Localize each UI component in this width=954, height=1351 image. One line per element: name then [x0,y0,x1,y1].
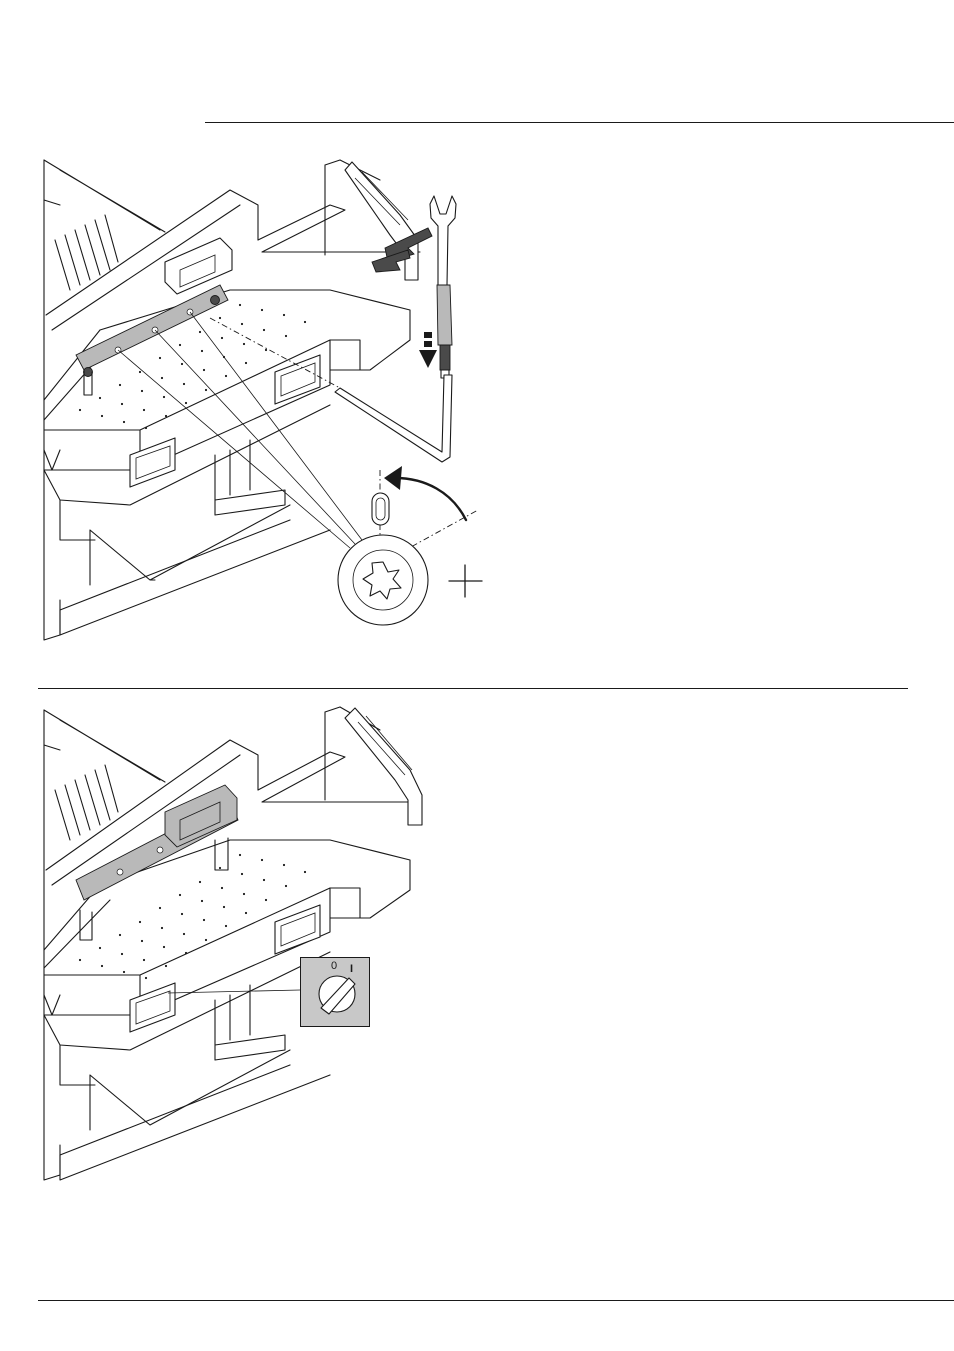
hex-key-icon [334,374,453,463]
plus-sign [448,564,483,598]
rotate-arrow-icon [371,227,433,273]
big-rotate-arrow-icon [384,466,468,522]
two-hand-button-right [274,354,321,405]
table-holes-bottom [78,853,307,980]
main-switch-callout: 0 I [300,957,370,1027]
clamp-beam [75,284,229,396]
switch-label-off: 0 [331,960,338,972]
main-switch-icon [318,975,356,1015]
hand-lever-bottom [344,707,423,826]
control-panel-bottom [164,784,238,848]
hand-lever [344,161,419,281]
slot-detail [371,492,390,526]
torx-screw-magnified [337,534,429,626]
figure-top-machine-illustration [43,159,483,641]
middle-rule [38,688,908,689]
two-hand-button-right-bottom [274,904,321,955]
down-arrow-icon [419,332,437,368]
machine-body-bottom [43,706,421,1181]
switch-label-on: I [350,963,354,975]
switch-leader-line [167,989,301,994]
wrench-icon [429,195,457,379]
two-hand-button-left [129,437,176,488]
two-hand-button-left-bottom [129,982,176,1033]
table-holes [78,303,307,430]
control-panel [164,237,233,295]
top-rule [205,122,954,123]
machine-body-top [43,159,421,641]
bottom-rule [38,1300,954,1301]
